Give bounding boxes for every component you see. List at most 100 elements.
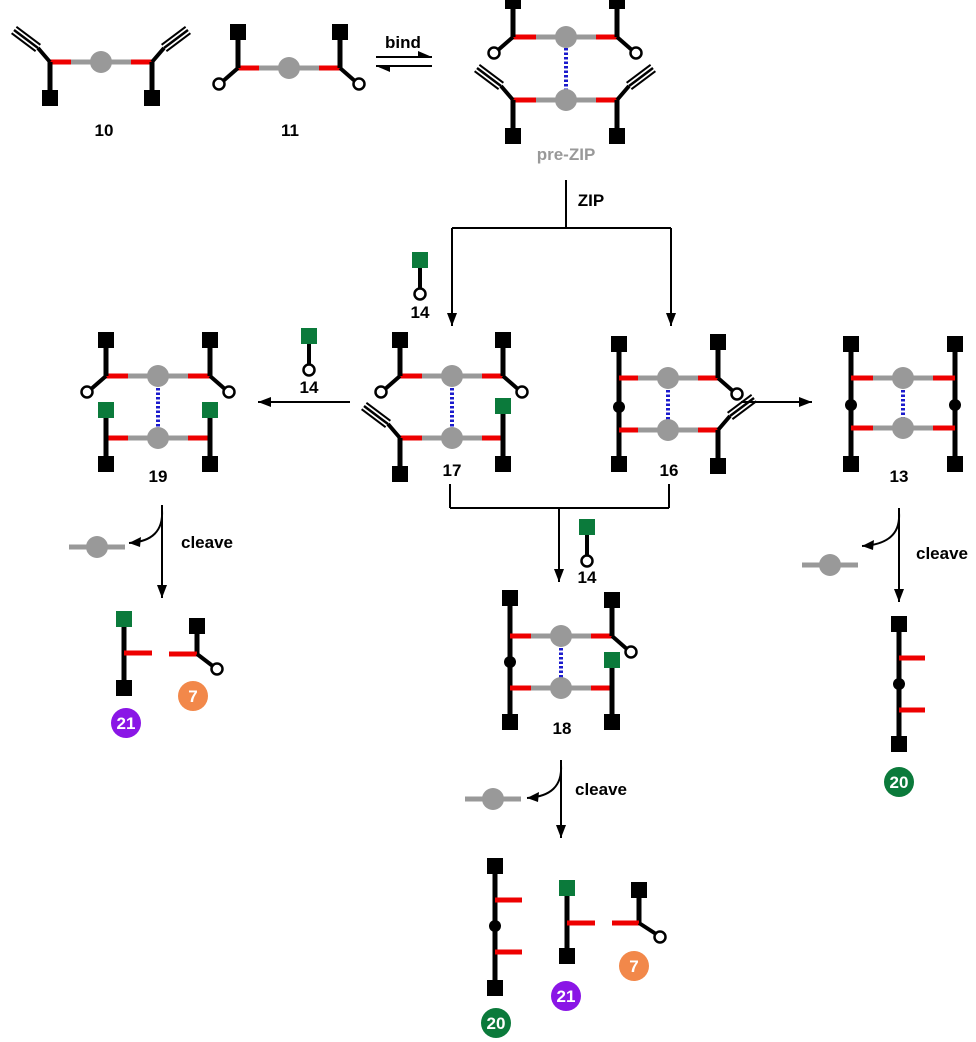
arrowhead <box>447 313 457 326</box>
green-block <box>412 252 428 268</box>
alkyne-bond <box>731 400 758 421</box>
black-block <box>609 0 625 9</box>
core-circle <box>819 554 841 576</box>
triazole-node <box>489 920 501 932</box>
ring-terminus <box>653 930 667 944</box>
black-block <box>495 456 511 472</box>
stem <box>220 66 240 84</box>
arrowhead <box>799 397 812 407</box>
alkyne-bond <box>13 29 39 49</box>
alkyne-bond <box>476 67 502 87</box>
bind-step-label: bind <box>385 33 421 52</box>
ring-terminus <box>222 385 236 399</box>
alkyne-bond <box>165 32 191 53</box>
ring-terminus <box>212 77 226 91</box>
green-block <box>604 652 620 668</box>
black-block <box>487 858 503 874</box>
core-circle <box>892 367 914 389</box>
green-block <box>579 519 595 535</box>
stem <box>36 46 52 64</box>
alkyne-bond <box>163 29 189 49</box>
cleave-step-label: cleave <box>181 533 233 552</box>
core-circle <box>657 367 679 389</box>
compound-7-label: 7 <box>629 957 638 976</box>
compound-14-label: 14 <box>578 568 597 587</box>
black-block <box>505 0 521 9</box>
ring-terminus <box>210 662 224 676</box>
alkyne-bond <box>628 67 654 87</box>
arrowhead <box>129 537 141 547</box>
core-circle <box>147 365 169 387</box>
curved-arrow <box>526 764 563 799</box>
black-block <box>487 980 503 996</box>
stem <box>615 84 631 102</box>
stem <box>195 652 216 669</box>
alkyne-bond <box>729 397 755 417</box>
ring-terminus <box>624 645 638 659</box>
black-block <box>611 336 627 352</box>
alkyne-bond <box>161 25 187 46</box>
black-block <box>604 592 620 608</box>
arrowhead <box>666 313 676 326</box>
black-block <box>502 714 518 730</box>
alkyne-bond <box>11 32 37 53</box>
ring-terminus <box>730 387 744 401</box>
green-block <box>495 398 511 414</box>
triazole-node <box>893 678 905 690</box>
alkyne-bond <box>726 393 753 414</box>
black-block <box>332 24 348 40</box>
compound-21-label: 21 <box>557 987 576 1006</box>
triazole-node <box>845 399 857 411</box>
stem <box>716 376 736 394</box>
curved-arrow <box>861 512 901 547</box>
triazole-node <box>504 656 516 668</box>
alkyne-bond <box>630 70 657 90</box>
ring-terminus <box>302 363 316 377</box>
black-block <box>843 336 859 352</box>
black-block <box>947 336 963 352</box>
compound-16-label: 16 <box>660 461 679 480</box>
compound-14-label: 14 <box>411 303 430 322</box>
arrowhead <box>556 825 566 838</box>
alkyne-bond <box>365 401 391 422</box>
alkyne-bond <box>361 408 387 429</box>
stem <box>88 374 108 392</box>
black-block <box>611 456 627 472</box>
compound-7-badge <box>619 951 649 981</box>
stem <box>501 374 521 392</box>
black-block <box>42 90 58 106</box>
black-block <box>98 332 114 348</box>
arrowhead <box>258 397 271 407</box>
compound-14-label: 14 <box>300 378 319 397</box>
alkyne-bond <box>15 25 42 46</box>
core-circle <box>892 417 914 439</box>
compound-11-label: 11 <box>281 121 299 140</box>
black-block <box>392 466 408 482</box>
alkyne-bond <box>363 405 389 425</box>
compound-21-badge <box>551 981 581 1011</box>
black-block <box>559 948 575 964</box>
ring-terminus <box>80 385 94 399</box>
stem <box>150 46 166 64</box>
alkyne-bond <box>478 64 504 84</box>
arrowhead <box>527 792 539 802</box>
compound-18-label: 18 <box>553 719 572 738</box>
core-circle <box>657 419 679 441</box>
core-circle <box>550 625 572 647</box>
arrowhead <box>894 589 904 602</box>
core-circle <box>90 51 112 73</box>
stem <box>386 422 402 440</box>
black-block <box>891 616 907 632</box>
black-block <box>710 334 726 350</box>
stem <box>716 414 732 432</box>
triazole-node <box>613 401 625 413</box>
compound-20-label: 20 <box>487 1014 506 1033</box>
compound-20-badge <box>884 767 914 797</box>
black-block <box>144 90 160 106</box>
green-block <box>301 328 317 344</box>
compound-17-label: 17 <box>443 461 462 480</box>
stem <box>338 66 358 84</box>
core-circle <box>555 89 577 111</box>
reaction-arrows <box>128 51 904 838</box>
